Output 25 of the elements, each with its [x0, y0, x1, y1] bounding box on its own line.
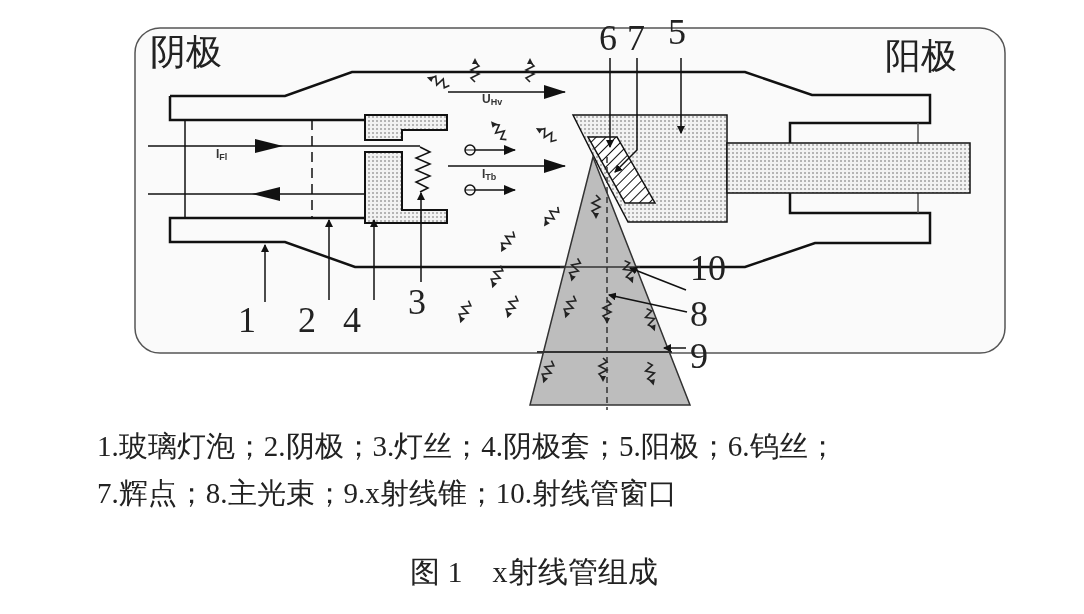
leader-line: [261, 244, 269, 303]
callout-number: 3: [408, 284, 426, 320]
leader-line: [663, 344, 687, 352]
callout-number: 6: [599, 20, 617, 56]
callout-number: 4: [343, 302, 361, 338]
electrode-label: 阳极: [885, 38, 957, 74]
electrode-label: 阴极: [150, 34, 222, 70]
figure-caption: 图 1 x射线管组成: [410, 557, 658, 587]
leader-line: [629, 266, 687, 291]
signal-label: U$_{Hv}$: [482, 93, 503, 105]
leader-line: [677, 57, 685, 134]
callout-number: 1: [238, 302, 256, 338]
legend-text: 7.辉点；8.主光束；9.x射线锥；10.射线管窗口: [97, 479, 677, 508]
leader-line: [608, 292, 688, 313]
leader-line: [417, 192, 425, 283]
signal-label: I$_{Tb}$: [482, 168, 497, 180]
leader-line: [606, 57, 614, 148]
callout-number: 7: [627, 20, 645, 56]
leader-line: [325, 219, 333, 301]
legend-text: 1.玻璃灯泡；2.阴极；3.灯丝；4.阴极套；5.阳极；6.钨丝；: [97, 432, 837, 461]
callout-number: 8: [690, 296, 708, 332]
leader-line: [614, 57, 638, 173]
signal-label: I$_{Fl}$: [216, 148, 228, 160]
leader-line: [370, 219, 378, 301]
callout-number: 2: [298, 302, 316, 338]
